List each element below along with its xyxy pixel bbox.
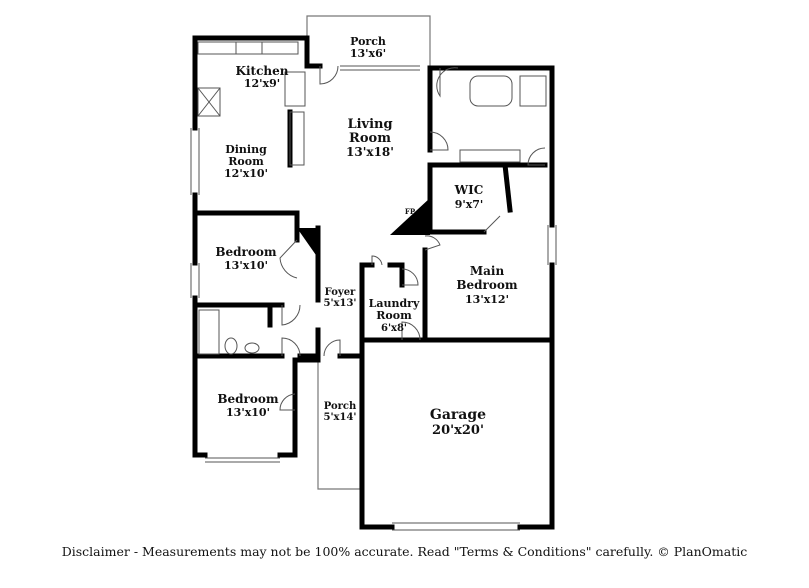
kitchen-dims: 12'x9' [244,77,280,90]
wic-dims: 9'x7' [455,198,484,211]
fireplace-label: FP [405,207,416,216]
dining-label-line2: Room [228,155,264,168]
main-bedroom-label-line1: Main [470,264,505,278]
porch-top-label: Porch [350,35,386,48]
laundry-label-line1: Laundry [369,297,420,310]
foyer-dims: 5'x13' [324,298,357,309]
laundry-label-line2: Room [376,309,412,322]
living-label-line2: Room [349,131,391,146]
garage-dims: 20'x20' [432,423,484,438]
living-label-line1: Living [347,117,392,132]
porch-side-label: Porch [324,401,357,412]
fixtures [190,41,557,531]
porch-side-outline [317,360,361,490]
hall-closet-icon [297,228,318,258]
porch-side-dims: 5'x14' [324,412,357,423]
bedroom-2-label: Bedroom [217,392,278,406]
dining-label-line1: Dining [225,143,267,156]
walls [192,35,555,530]
laundry-dims: 6'x8' [381,323,407,334]
bedroom-1-dims: 13'x10' [224,259,268,272]
garage-label: Garage [430,407,486,423]
fireplace-icon [390,198,430,235]
porch-top-dims: 13'x6' [350,47,386,60]
main-bedroom-label-line2: Bedroom [456,278,517,292]
disclaimer-text: Disclaimer - Measurements may not be 100… [61,544,748,559]
dining-dims: 12'x10' [224,167,268,180]
foyer-label: Foyer [325,287,356,298]
bedroom-1-label: Bedroom [215,245,276,259]
wic-label: WIC [454,183,484,197]
main-bedroom-dims: 13'x12' [465,293,509,306]
bedroom-2-dims: 13'x10' [226,406,270,419]
kitchen-label: Kitchen [236,64,289,78]
living-dims: 13'x18' [346,145,394,159]
